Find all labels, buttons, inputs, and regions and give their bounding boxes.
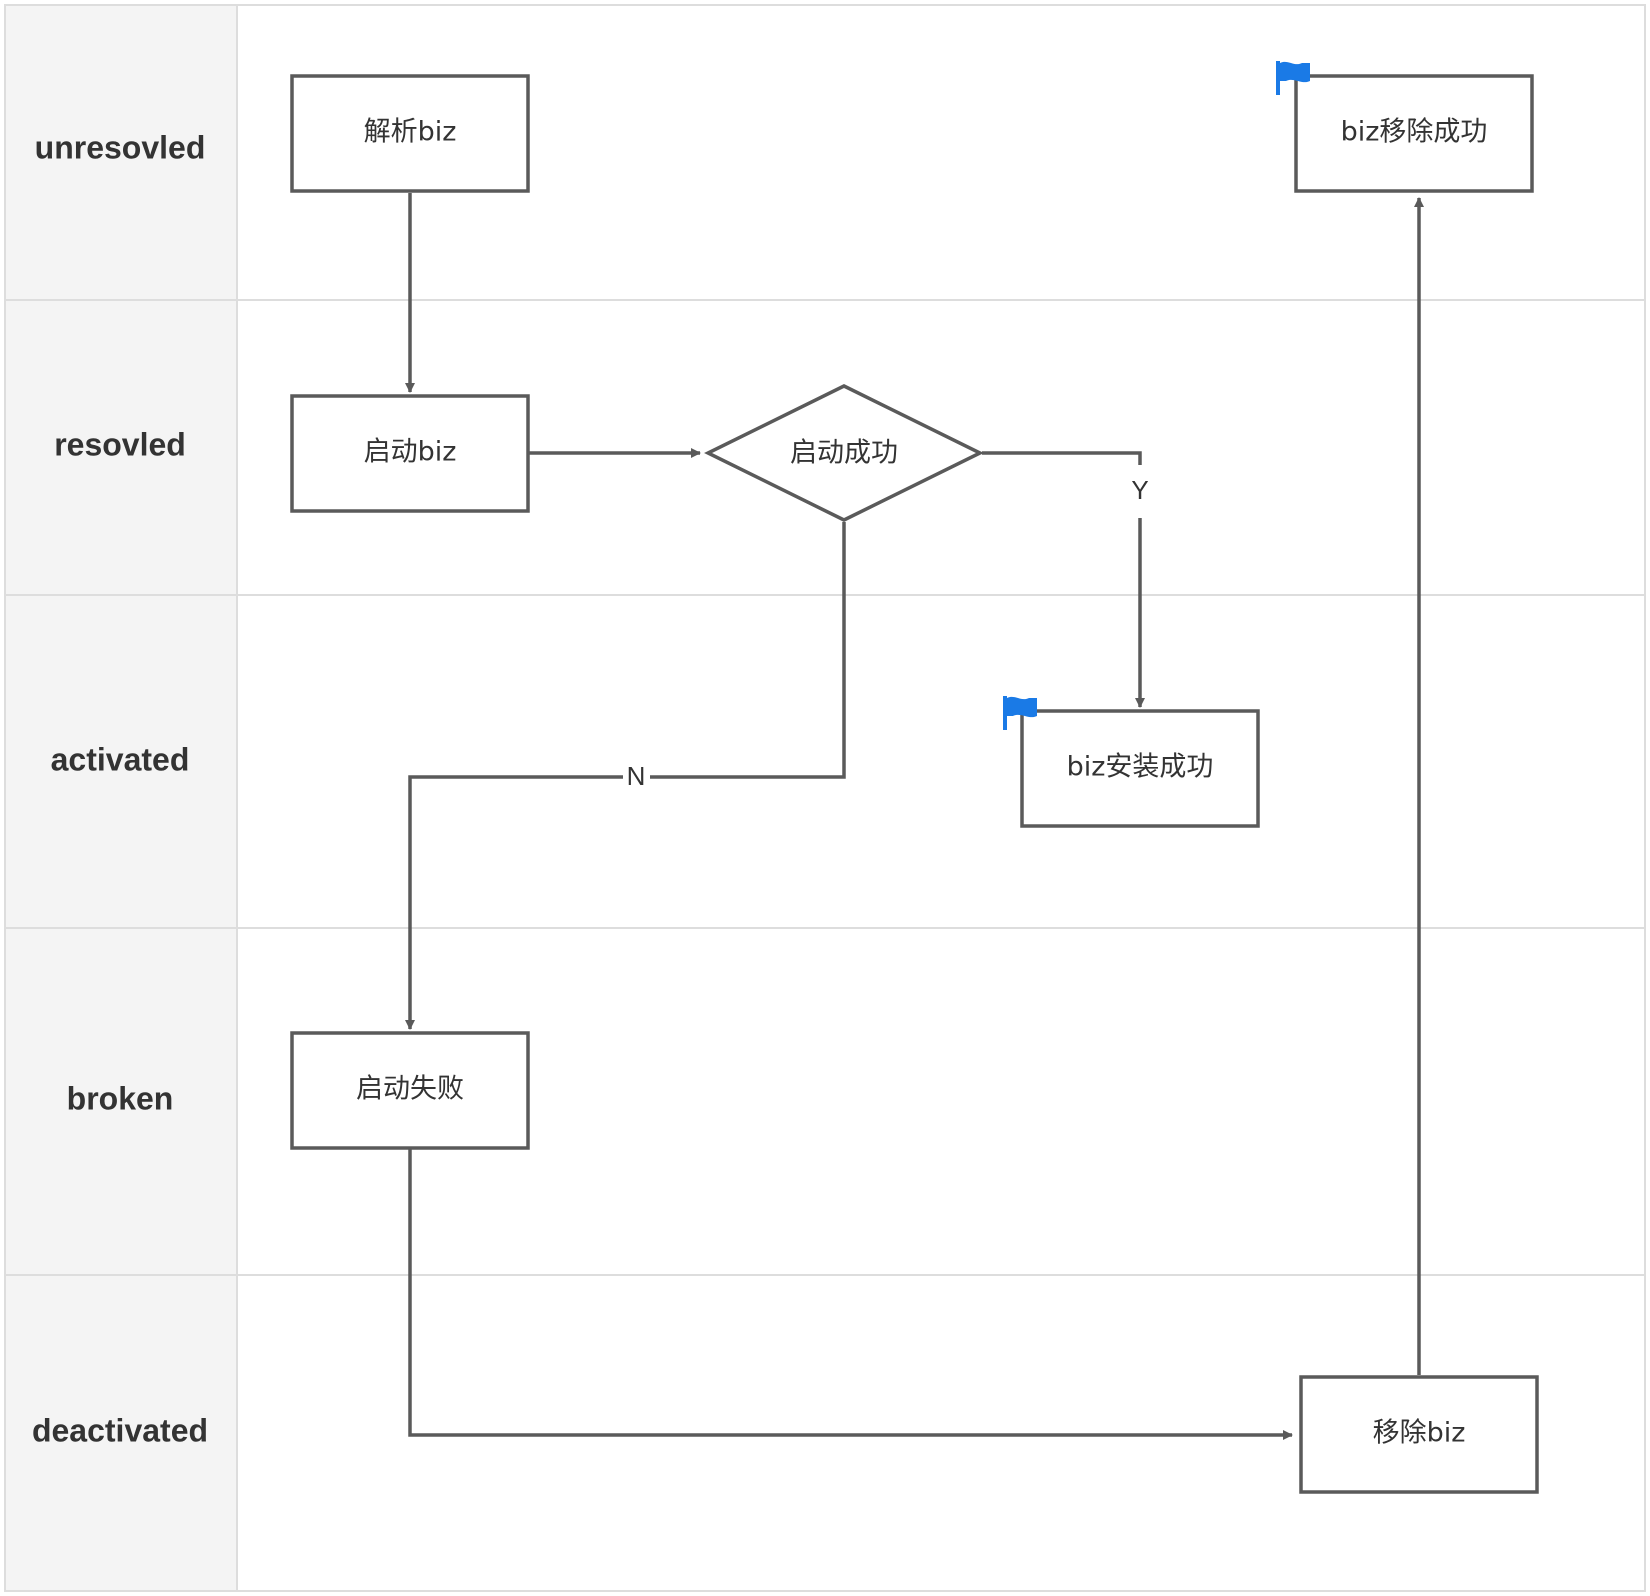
edge-decision-no-right [650, 522, 846, 779]
lane-label-resovled: resovled [54, 426, 186, 462]
decision-start-success: 启动成功 [704, 384, 984, 522]
edge-failed-to-remove [408, 1148, 1293, 1440]
lane-label-activated: activated [51, 741, 190, 777]
node-remove-success-label: biz移除成功 [1341, 117, 1488, 148]
lane-label-deactivated: deactivated [32, 1412, 208, 1448]
edge-decision-yes-top [982, 451, 1142, 465]
node-start-biz-label: 启动biz [364, 437, 457, 468]
node-remove-biz-label: 移除biz [1373, 1418, 1466, 1449]
node-install-success-label: biz安装成功 [1067, 752, 1214, 783]
edge-decision-no-to-failed [405, 775, 623, 1030]
node-install-success: biz安装成功 [1020, 709, 1260, 828]
lane-label-unresovled: unresovled [35, 129, 206, 165]
node-remove-biz: 移除biz [1299, 1375, 1539, 1494]
node-parse-biz-label: 解析biz [364, 117, 457, 148]
decision-start-success-label: 启动成功 [790, 438, 898, 469]
lane-header-column [5, 5, 237, 1591]
edge-label-yes: Y [1131, 475, 1148, 505]
flag-icon [1003, 696, 1037, 730]
node-start-biz: 启动biz [290, 394, 530, 513]
diagram-border [4, 4, 1646, 1592]
lane-label-broken: broken [67, 1080, 174, 1116]
edge-label-no: N [627, 761, 646, 791]
node-start-failed: 启动失败 [290, 1031, 530, 1150]
node-parse-biz: 解析biz [290, 74, 530, 193]
flag-icon [1276, 61, 1310, 95]
node-remove-success: biz移除成功 [1294, 74, 1534, 193]
node-start-failed-label: 启动失败 [356, 1074, 464, 1105]
